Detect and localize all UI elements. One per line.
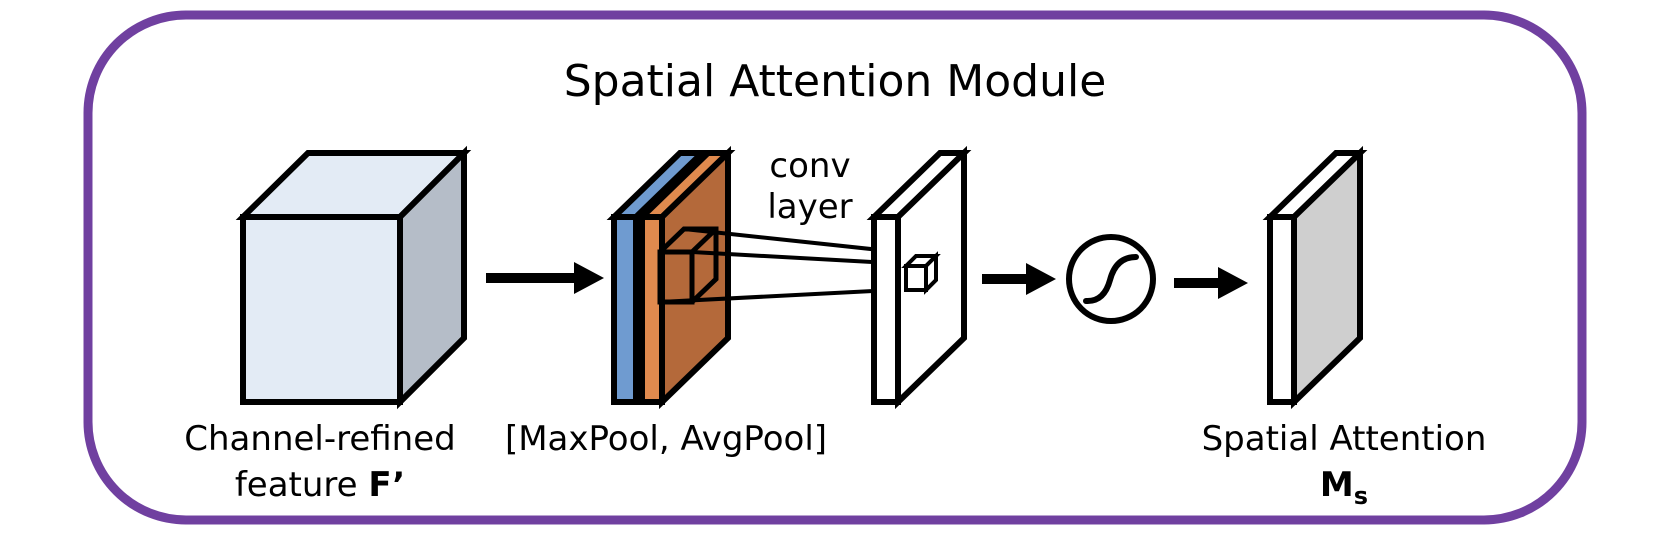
- sigmoid-icon: [1066, 234, 1156, 324]
- arrow-right-icon: [1174, 267, 1248, 299]
- conv-output-cell: [901, 251, 941, 295]
- output-symbol: Ms: [1320, 465, 1368, 510]
- input-cube-front: [240, 214, 403, 405]
- module-frame: [83, 10, 1587, 525]
- spatial-attention-map: [1262, 145, 1368, 410]
- input-feature-cube: [235, 145, 472, 410]
- input-feature-symbol: F’: [368, 465, 405, 505]
- input-label-line2: feature F’: [235, 465, 405, 505]
- output-symbol-main: M: [1320, 465, 1354, 505]
- pool-label: [MaxPool, AvgPool]: [505, 419, 827, 459]
- avgpool-slab: [639, 214, 665, 405]
- pooled-feature-maps: [606, 145, 736, 410]
- conv-label-line2: layer: [767, 187, 852, 227]
- input-label-prefix: feature: [235, 465, 369, 505]
- maxpool-slab: [611, 214, 639, 405]
- conv-label-line1: conv: [769, 146, 850, 186]
- arrow-right-icon: [982, 263, 1056, 295]
- output-label-line1: Spatial Attention: [1202, 419, 1487, 459]
- input-label-line1: Channel-refined: [184, 419, 455, 459]
- arrow-right-icon: [486, 262, 604, 294]
- module-title: Spatial Attention Module: [564, 56, 1107, 107]
- output-symbol-subscript: s: [1354, 482, 1368, 510]
